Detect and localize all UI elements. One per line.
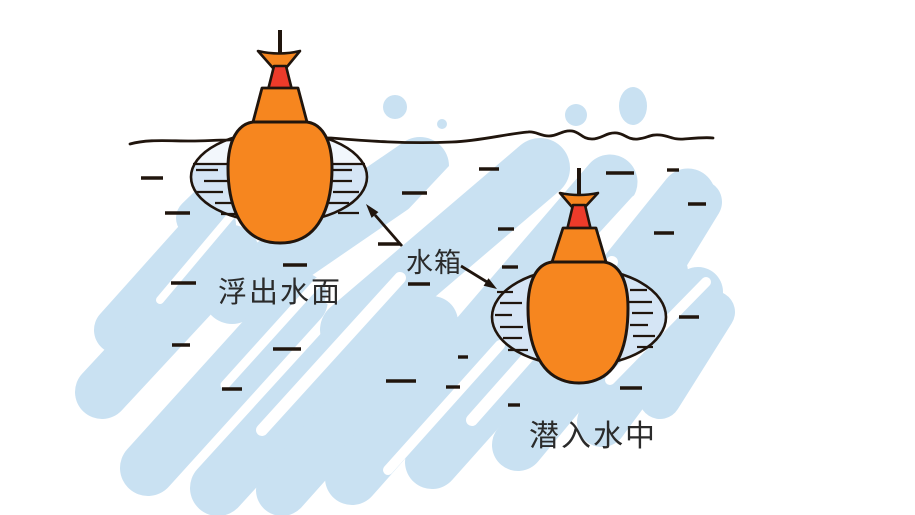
arrow-to-surfaced-tank: [366, 204, 404, 247]
label-submerged: 潜入水中: [529, 420, 657, 453]
conning-tower: [251, 86, 309, 124]
hull: [526, 260, 630, 385]
submarine-submerged: [526, 168, 630, 385]
periscope-funnel: [256, 49, 302, 70]
hull: [226, 120, 334, 245]
label-tank: 水箱: [406, 248, 462, 278]
label-surfaced: 浮出水面: [218, 276, 342, 309]
arrowhead: [483, 278, 497, 289]
splash-blobs: [260, 87, 647, 129]
periscope-neck: [266, 64, 294, 92]
arrow-to-submerged-tank: [460, 264, 497, 289]
conning-tower: [550, 226, 608, 264]
periscope-funnel: [558, 191, 600, 209]
tank-water-dashes: [495, 288, 655, 352]
label-arrows: [366, 204, 497, 289]
arrowhead: [366, 204, 379, 218]
submarine-surfaced: [226, 30, 334, 245]
water-dashes: [141, 167, 706, 407]
